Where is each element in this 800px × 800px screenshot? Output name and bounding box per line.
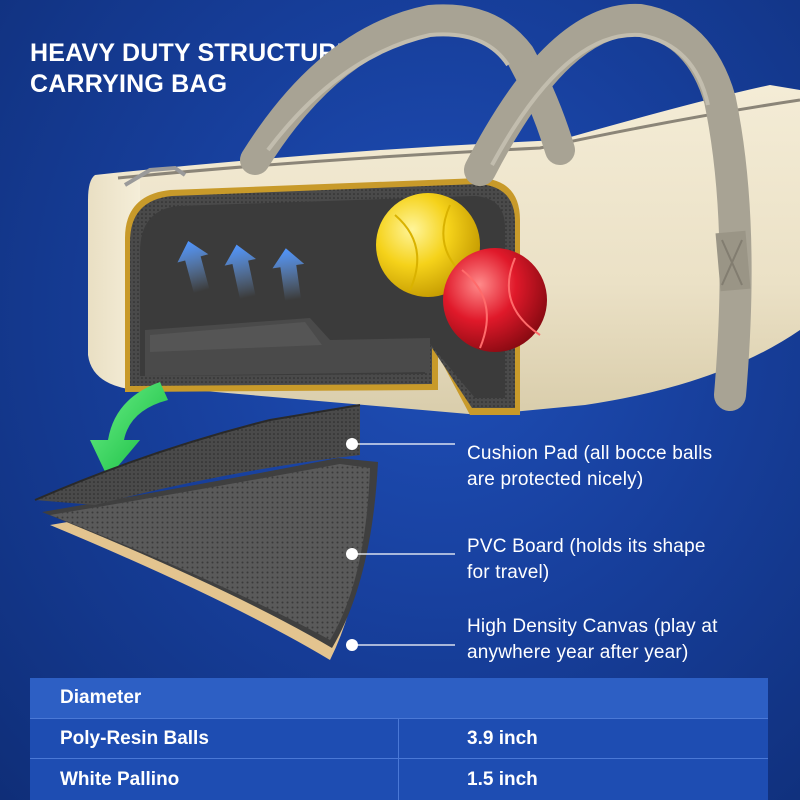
green-arrow-icon <box>90 382 168 478</box>
table-cell-value: 1.5 inch <box>398 759 768 800</box>
table-row: White Pallino 1.5 inch <box>30 758 768 800</box>
bag-illustration <box>34 3 800 660</box>
red-ball <box>443 248 547 352</box>
callout-canvas: High Density Canvas (play at anywhere ye… <box>467 614 718 666</box>
table-row: Poly-Resin Balls 3.9 inch <box>30 718 768 758</box>
callout-cushion-line-1: Cushion Pad (all bocce balls <box>467 443 713 464</box>
callout-canvas-line-2: anywhere year after year) <box>467 642 689 663</box>
callout-cushion-line-2: are protected nicely) <box>467 469 644 490</box>
page-title: HEAVY DUTY STRUCTURED CARRYING BAG <box>30 38 372 100</box>
table-header-row: Diameter <box>30 678 768 718</box>
callout-pvc-board: PVC Board (holds its shape for travel) <box>467 534 706 586</box>
callout-pvc-line-2: for travel) <box>467 562 550 583</box>
callout-canvas-line-1: High Density Canvas (play at <box>467 616 718 637</box>
title-line-1: HEAVY DUTY STRUCTURED <box>30 39 372 67</box>
table-header-cell: Diameter <box>60 687 142 708</box>
table-cell-item: Poly-Resin Balls <box>60 727 209 749</box>
callout-cushion-pad: Cushion Pad (all bocce balls are protect… <box>467 441 712 493</box>
table-cell-item: White Pallino <box>60 768 180 790</box>
blue-airflow-arrow-icon <box>177 241 305 301</box>
title-line-2: CARRYING BAG <box>30 70 228 98</box>
callout-pvc-line-1: PVC Board (holds its shape <box>467 536 706 557</box>
diameter-table: Diameter Poly-Resin Balls 3.9 inch White… <box>30 678 768 800</box>
table-cell-value: 3.9 inch <box>398 719 768 758</box>
